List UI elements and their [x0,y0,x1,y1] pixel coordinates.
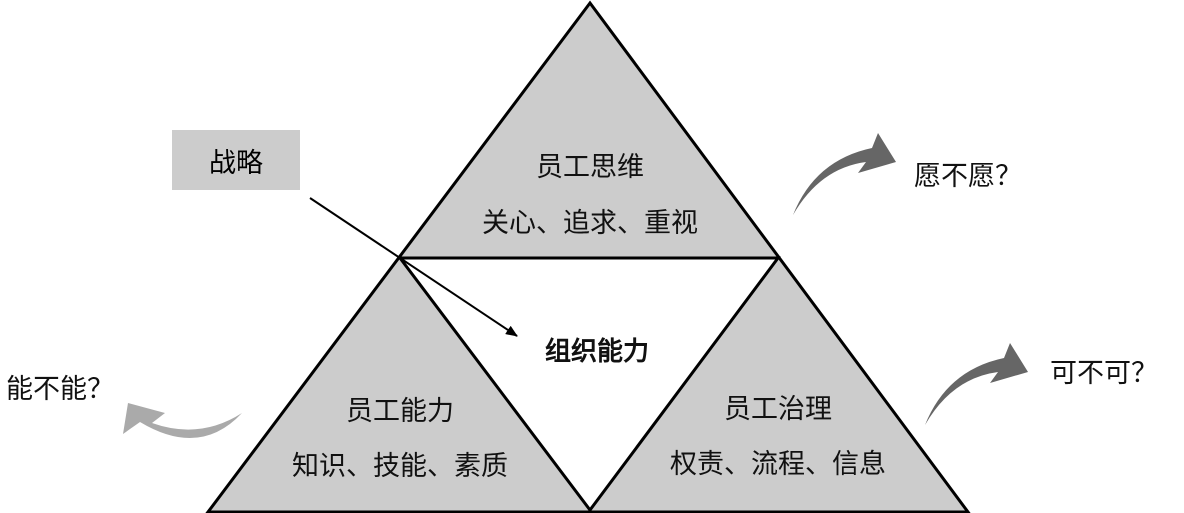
curved-arrow-icon-right [925,343,1028,425]
right-question: 可不可？ [1050,358,1158,389]
left-items: 知识、技能、素质 [292,451,508,482]
strategy-box: 战略 [172,130,300,190]
center-label: 组织能力 [544,337,650,367]
top-question: 愿不愿？ [914,161,1022,192]
left-question: 能不能？ [6,374,114,405]
right-items: 权责、流程、信息 [670,449,886,480]
left-title: 员工能力 [346,396,454,427]
curved-arrow-icon-top [793,133,896,215]
top-title: 员工思维 [536,152,644,183]
strategy-arrow [309,197,518,337]
curved-arrow-icon-left [123,403,242,438]
strategy-label: 战略 [209,147,263,179]
top-items: 关心、追求、重视 [482,208,698,239]
right-title: 员工治理 [724,394,832,425]
